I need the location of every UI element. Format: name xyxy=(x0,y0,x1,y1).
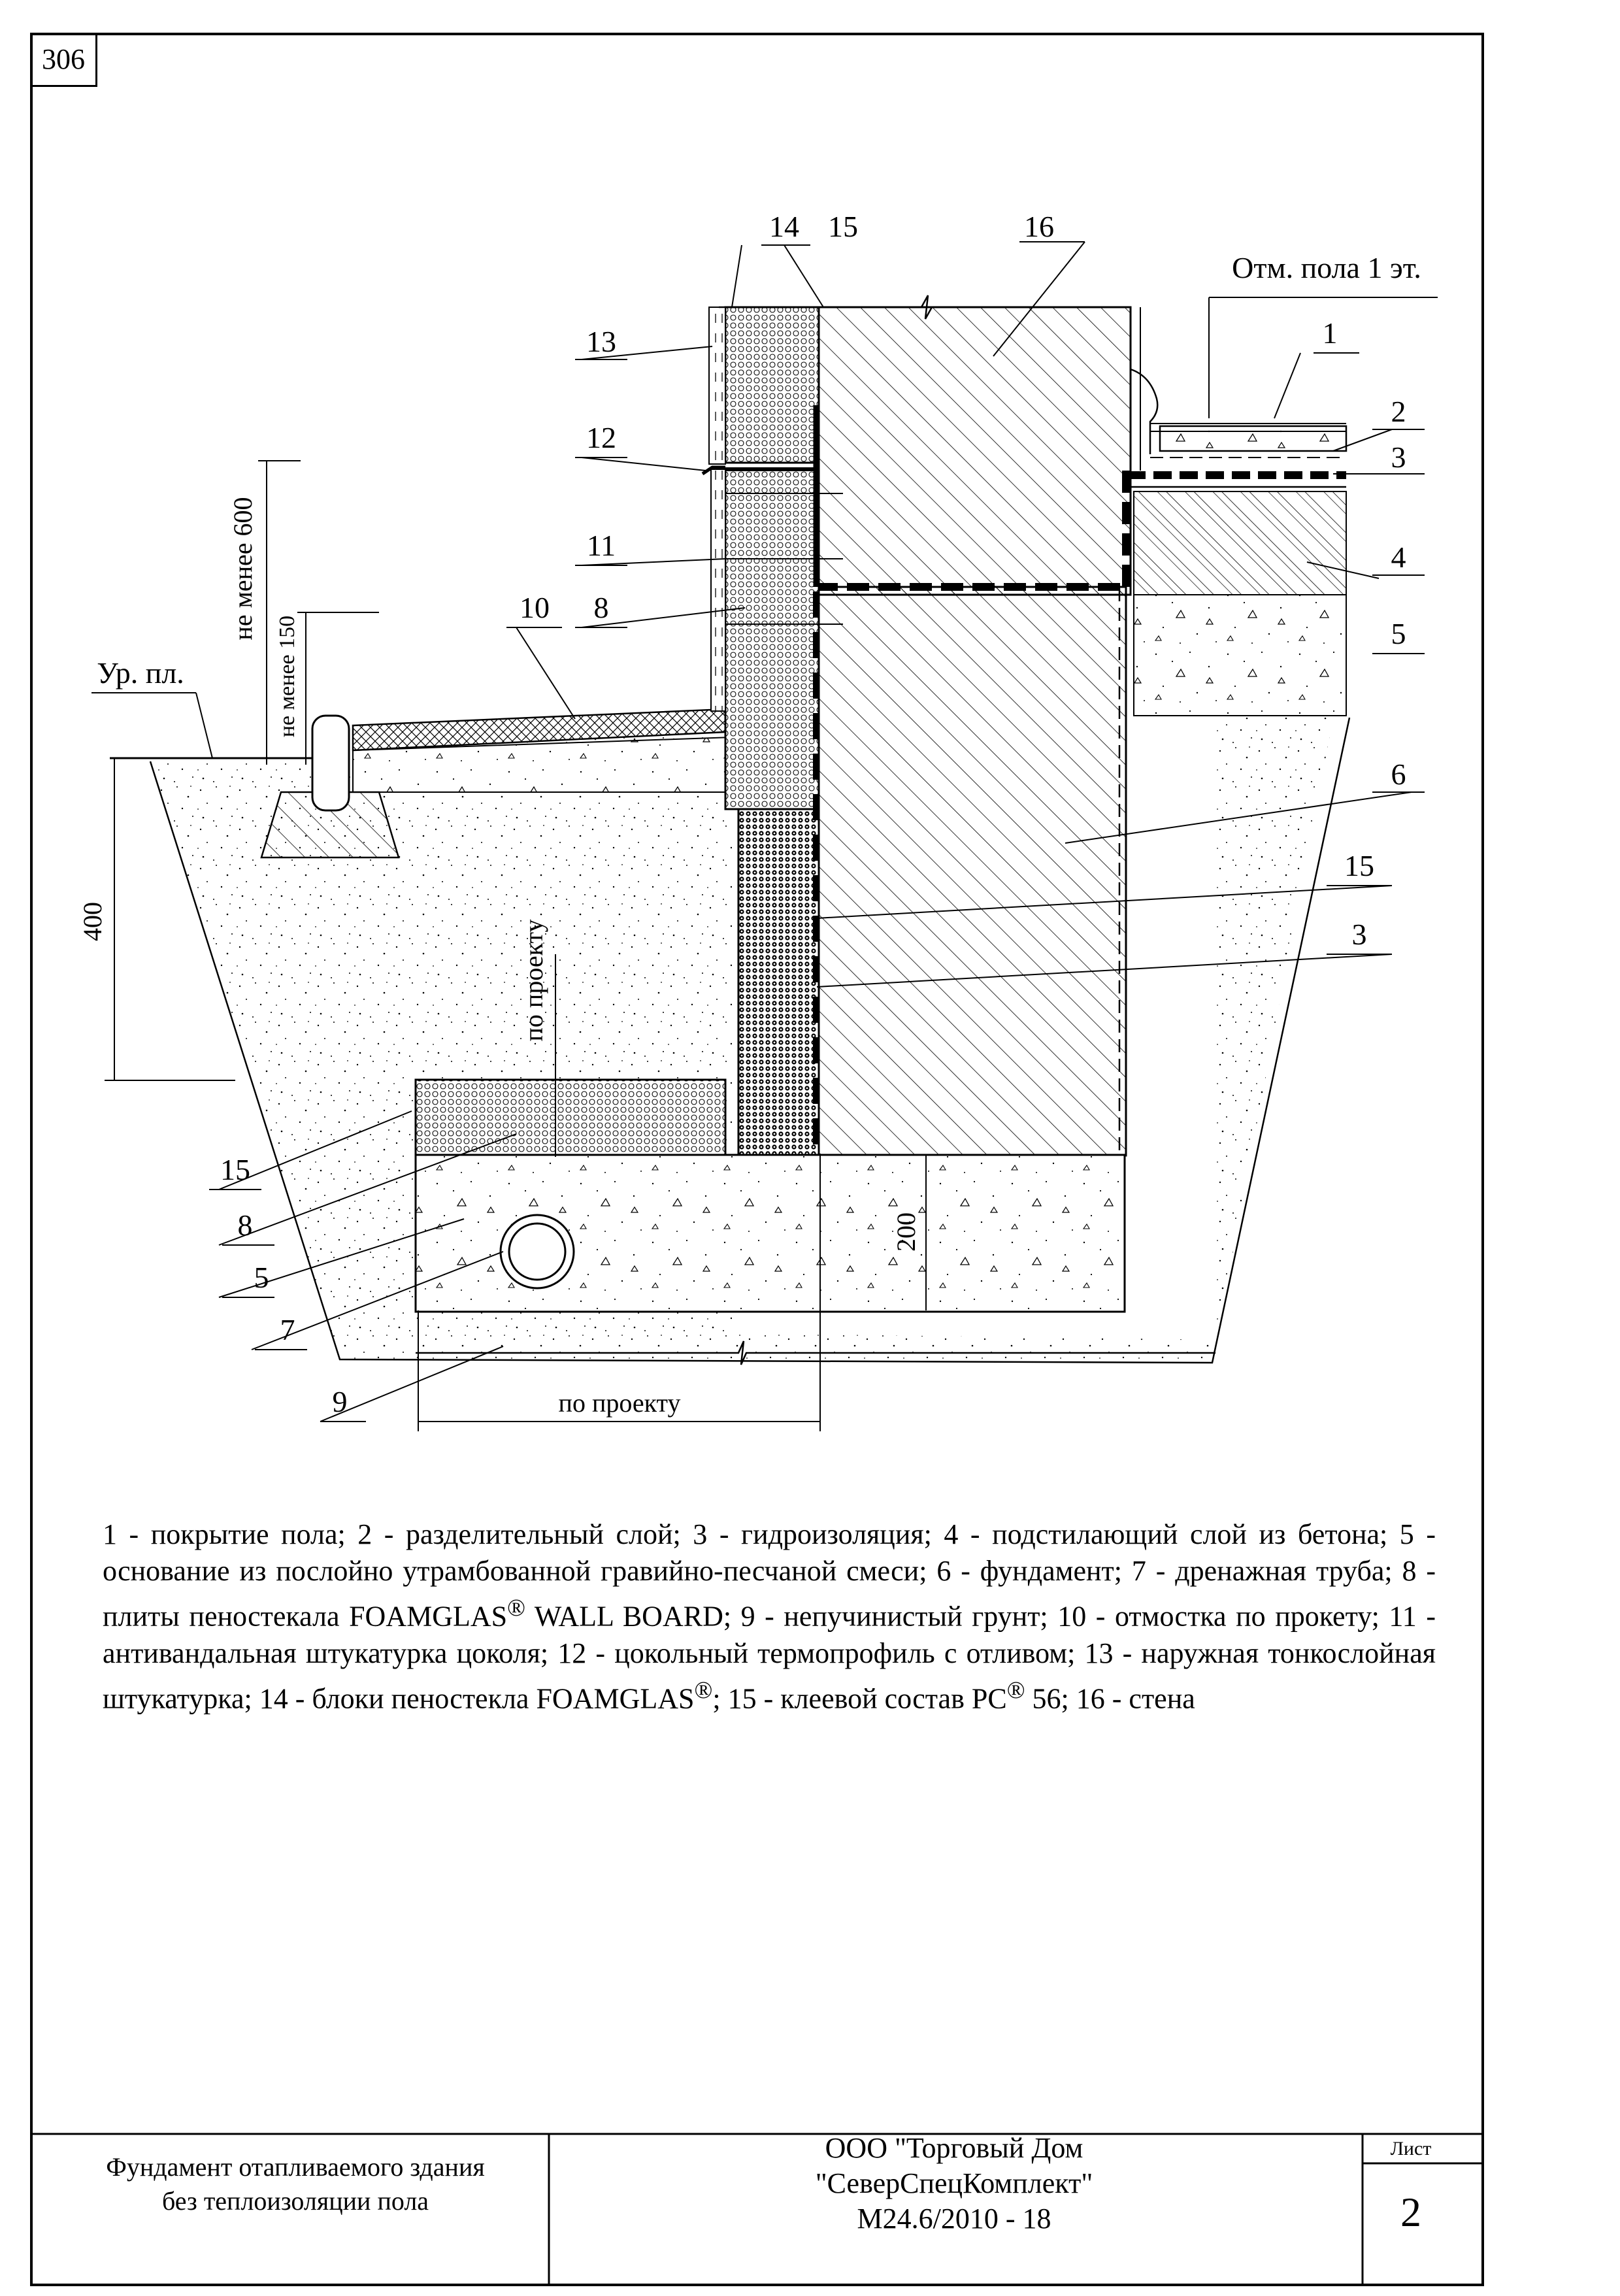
foamglas-board-8-lower xyxy=(737,808,820,1157)
document-code: М24.6/2010 - 18 xyxy=(857,2203,1051,2235)
title-line-1: Фундамент отапливаемого здания xyxy=(106,2152,485,2182)
thermoprofile-12 xyxy=(701,465,725,476)
break-line-top xyxy=(719,295,1131,320)
callout-12: 12 xyxy=(586,421,616,454)
legend: 1 - покрытие пола; 2 - разделительный сл… xyxy=(103,1516,1436,1717)
foamglas-board-8-horizontal xyxy=(414,1078,727,1156)
company-line-1: ООО "Торговый Дом xyxy=(825,2132,1083,2164)
callout-2: 2 xyxy=(1391,395,1406,428)
callout-13: 13 xyxy=(586,325,616,358)
plaster-11 xyxy=(710,469,726,712)
sheet-number-value: 2 xyxy=(1400,2189,1421,2235)
sheet-frame xyxy=(30,33,1484,2286)
callout-4: 4 xyxy=(1391,541,1406,574)
skirting xyxy=(1130,368,1159,454)
dim-min-150: не менее 150 xyxy=(275,616,299,737)
callout-10: 10 xyxy=(520,591,550,624)
callout-8-top: 8 xyxy=(594,591,609,624)
floor-covering-1 xyxy=(1159,425,1347,452)
callout-14: 14 xyxy=(769,210,799,243)
floor-level-label: Отм. пола 1 эт. xyxy=(1232,251,1421,284)
callout-8-left: 8 xyxy=(238,1208,253,1242)
title-block-name: Фундамент отапливаемого здания без тепло… xyxy=(41,2150,550,2218)
legend-part-d: 56; 16 - стена xyxy=(1025,1682,1195,1715)
concrete-underlayer-4 xyxy=(1133,491,1347,595)
callout-11: 11 xyxy=(587,529,616,562)
legend-part-a: 1 - покрытие пола; 2 - разделительный сл… xyxy=(103,1518,1436,1633)
plaster-13 xyxy=(708,307,726,465)
dim-per-project-vertical: по проекту xyxy=(519,920,548,1042)
callout-6: 6 xyxy=(1391,757,1406,791)
callout-3-right: 3 xyxy=(1352,918,1367,951)
callout-5-left: 5 xyxy=(254,1261,269,1294)
dim-min-600: не менее 600 xyxy=(228,497,257,640)
excavation-outline xyxy=(149,717,1351,1364)
callout-9: 9 xyxy=(333,1385,348,1418)
legend-reg-3: ® xyxy=(1006,1676,1025,1703)
foamglas-blocks-14 xyxy=(724,306,820,464)
title-line-2: без теплоизоляции пола xyxy=(161,2186,429,2216)
title-block-company: ООО "Торговый Дом "СеверСпецКомплект" М2… xyxy=(549,2131,1359,2237)
callout-5: 5 xyxy=(1391,617,1406,650)
callout-15-left: 15 xyxy=(220,1153,250,1186)
legend-text: 1 - покрытие пола; 2 - разделительный сл… xyxy=(103,1516,1436,1717)
legend-part-b: WALL BOARD; 9 - непучинистый грунт; 10 -… xyxy=(103,1600,1436,1715)
foundation-6 xyxy=(818,586,1127,1157)
callout-1: 1 xyxy=(1323,316,1338,350)
company-line-2: "СеверСпецКомплект" xyxy=(815,2167,1093,2199)
legend-part-c: ; 15 - клеевой состав PC xyxy=(712,1682,1007,1715)
callout-7: 7 xyxy=(280,1313,295,1346)
legend-reg-2: ® xyxy=(694,1676,713,1703)
sheet-page-number: 306 xyxy=(31,34,97,87)
dim-200: 200 xyxy=(891,1212,921,1252)
legend-reg-1: ® xyxy=(507,1594,525,1621)
ground-level-label: Ур. пл. xyxy=(97,656,184,690)
dim-400: 400 xyxy=(78,902,107,941)
sheet-label: Лист xyxy=(1390,2138,1432,2159)
break-line-base xyxy=(416,1340,1215,1365)
gravel-base-5-right xyxy=(1133,594,1347,716)
curb-stone xyxy=(311,714,350,812)
foamglas-board-8-upper xyxy=(724,468,820,810)
callout-3: 3 xyxy=(1391,441,1406,474)
wall-16 xyxy=(818,306,1132,596)
callout-16: 16 xyxy=(1024,210,1054,243)
dim-per-project-horizontal: по проекту xyxy=(559,1388,681,1418)
callout-15-right: 15 xyxy=(1344,849,1374,882)
callout-15-top: 15 xyxy=(828,210,858,243)
